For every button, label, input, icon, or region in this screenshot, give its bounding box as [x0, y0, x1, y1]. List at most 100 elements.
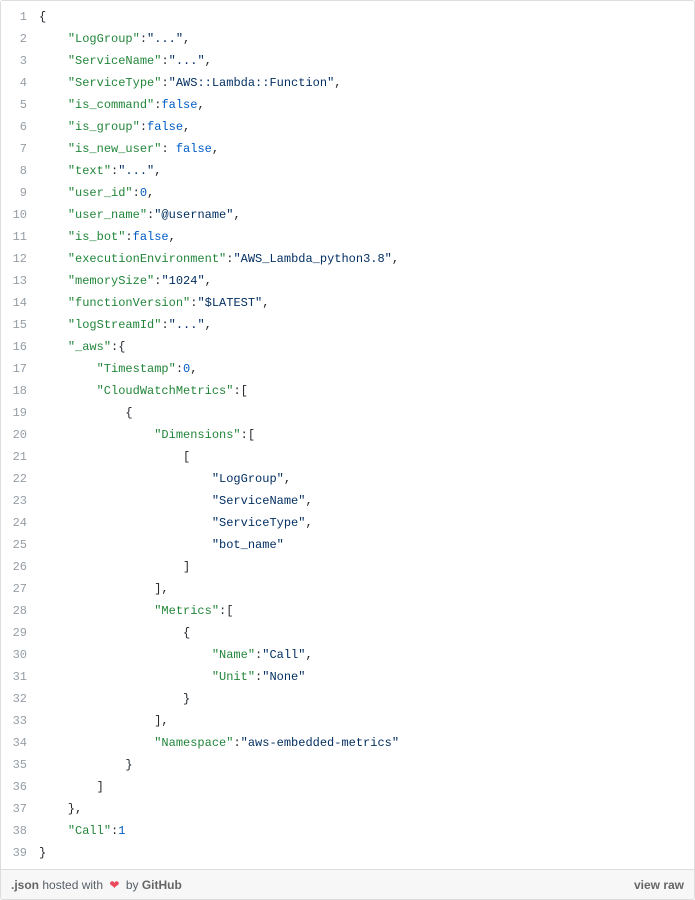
- line-number: 34: [12, 736, 27, 750]
- line-code: "CloudWatchMetrics":[: [96, 384, 248, 398]
- line-code: "executionEnvironment":"AWS_Lambda_pytho…: [67, 252, 400, 266]
- line-code: "is_group":false,: [67, 120, 191, 134]
- code-line: 7 "is_new_user": false,: [1, 138, 694, 160]
- line-number: 23: [12, 494, 27, 508]
- line-number: 26: [12, 560, 27, 574]
- line-number: 25: [12, 538, 27, 552]
- line-code: "bot_name": [211, 538, 284, 552]
- code-line: 13 "memorySize":"1024",: [1, 270, 694, 292]
- line-code: ],: [39, 582, 169, 596]
- line-code: "ServiceType",: [211, 516, 313, 530]
- code-line: 21 [: [1, 446, 694, 468]
- line-number: 35: [12, 758, 27, 772]
- line-code: "Dimensions":[: [154, 428, 256, 442]
- line-number: 17: [12, 362, 27, 376]
- line-code: ]: [39, 560, 191, 574]
- code-line: 29 {: [1, 622, 694, 644]
- line-number: 15: [12, 318, 27, 332]
- filename-link[interactable]: .json: [11, 877, 40, 892]
- line-number: 18: [12, 384, 27, 398]
- code-line: 25 "bot_name": [1, 534, 694, 556]
- line-code: ]: [39, 780, 104, 794]
- line-number: 13: [12, 274, 27, 288]
- line-code: "Metrics":[: [154, 604, 234, 618]
- code-line: 27 ],: [1, 578, 694, 600]
- line-code: "Name":"Call",: [211, 648, 313, 662]
- line-code: "memorySize":"1024",: [67, 274, 212, 288]
- code-line: 24 "ServiceType",: [1, 512, 694, 534]
- line-code: "is_command":false,: [67, 98, 205, 112]
- code-line: 5 "is_command":false,: [1, 94, 694, 116]
- line-number: 39: [12, 846, 27, 860]
- line-code: ],: [39, 714, 169, 728]
- line-number: 12: [12, 252, 27, 266]
- line-number: 30: [12, 648, 27, 662]
- line-number: 19: [12, 406, 27, 420]
- code-line: 26 ]: [1, 556, 694, 578]
- code-line: 33 ],: [1, 710, 694, 732]
- line-number: 1: [19, 10, 27, 24]
- code-line: 19 {: [1, 402, 694, 424]
- code-line: 30 "Name":"Call",: [1, 644, 694, 666]
- line-code: "is_bot":false,: [67, 230, 176, 244]
- code-line: 38 "Call":1: [1, 820, 694, 842]
- code-line: 9 "user_id":0,: [1, 182, 694, 204]
- line-number: 33: [12, 714, 27, 728]
- line-number: 4: [19, 76, 27, 90]
- by-text: by: [125, 877, 139, 892]
- code-line: 23 "ServiceName",: [1, 490, 694, 512]
- github-link[interactable]: GitHub: [141, 877, 182, 892]
- line-number: 9: [19, 186, 27, 200]
- line-code: "Timestamp":0,: [96, 362, 198, 376]
- line-number: 14: [12, 296, 27, 310]
- code-area: 1{2 "LogGroup":"...",3 "ServiceName":"..…: [1, 1, 694, 869]
- line-code: "LogGroup":"...",: [67, 32, 191, 46]
- line-code: {: [39, 406, 133, 420]
- code-line: 10 "user_name":"@username",: [1, 204, 694, 226]
- line-code: {: [39, 626, 191, 640]
- line-number: 31: [12, 670, 27, 684]
- line-code: "ServiceType":"AWS::Lambda::Function",: [67, 76, 342, 90]
- line-code: "_aws":{: [67, 340, 126, 354]
- line-code: "functionVersion":"$LATEST",: [67, 296, 270, 310]
- code-line: 8 "text":"...",: [1, 160, 694, 182]
- code-line: 12 "executionEnvironment":"AWS_Lambda_py…: [1, 248, 694, 270]
- line-number: 5: [19, 98, 27, 112]
- line-code: "logStreamId":"...",: [67, 318, 212, 332]
- line-code: }: [39, 846, 47, 860]
- line-code: "ServiceName":"...",: [67, 54, 212, 68]
- line-number: 28: [12, 604, 27, 618]
- line-code: },: [39, 802, 83, 816]
- line-number: 32: [12, 692, 27, 706]
- code-line: 16 "_aws":{: [1, 336, 694, 358]
- code-line: 6 "is_group":false,: [1, 116, 694, 138]
- heart-icon: ❤: [109, 877, 120, 892]
- line-code: "is_new_user": false,: [67, 142, 220, 156]
- code-line: 39}: [1, 842, 694, 864]
- code-line: 35 }: [1, 754, 694, 776]
- line-code: [: [39, 450, 191, 464]
- gist-footer: .json hosted with ❤ by GitHub view raw: [1, 869, 694, 899]
- line-number: 7: [19, 142, 27, 156]
- code-line: 28 "Metrics":[: [1, 600, 694, 622]
- line-number: 27: [12, 582, 27, 596]
- line-number: 11: [12, 230, 27, 244]
- line-code: "Namespace":"aws-embedded-metrics": [154, 736, 400, 750]
- line-number: 10: [12, 208, 27, 222]
- code-line: 17 "Timestamp":0,: [1, 358, 694, 380]
- code-line: 32 }: [1, 688, 694, 710]
- line-number: 8: [19, 164, 27, 178]
- line-code: }: [39, 692, 191, 706]
- code-line: 31 "Unit":"None": [1, 666, 694, 688]
- line-code: }: [39, 758, 133, 772]
- code-line: 37 },: [1, 798, 694, 820]
- line-number: 16: [12, 340, 27, 354]
- code-line: 22 "LogGroup",: [1, 468, 694, 490]
- code-line: 20 "Dimensions":[: [1, 424, 694, 446]
- line-code: "user_id":0,: [67, 186, 155, 200]
- view-raw-link[interactable]: view raw: [633, 877, 684, 892]
- line-number: 37: [12, 802, 27, 816]
- line-code: "Call":1: [67, 824, 126, 838]
- line-number: 3: [19, 54, 27, 68]
